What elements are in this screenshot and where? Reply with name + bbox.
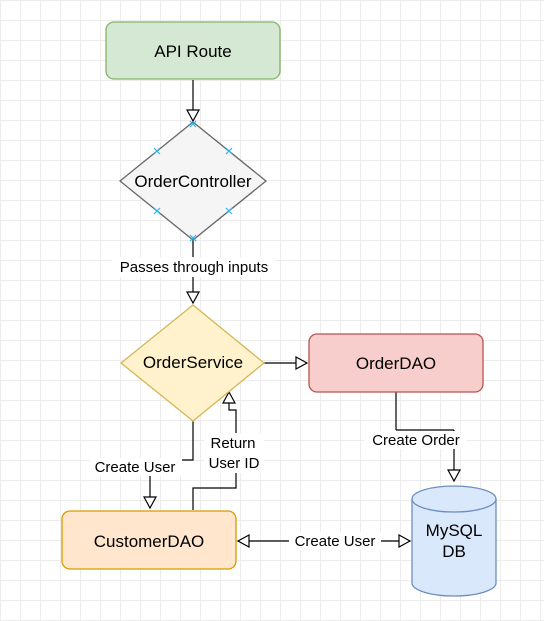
node-customer-dao[interactable]: CustomerDAO (61, 510, 237, 570)
node-order-service[interactable]: OrderService (119, 304, 266, 422)
edge-label-passes-through: Passes through inputs (120, 259, 268, 276)
node-label-order-dao: OrderDAO (356, 354, 436, 373)
edge-label-create-user-down: Create User (95, 459, 176, 476)
edge-label-bg (204, 433, 264, 473)
node-mysql-db[interactable]: MySQL DB (411, 485, 497, 597)
edge-label-bg (289, 532, 381, 550)
node-order-controller[interactable]: OrderController (118, 120, 268, 242)
edge-label-bg (112, 257, 274, 277)
edge-label-bg (90, 458, 182, 476)
node-api-route[interactable]: API Route (105, 21, 281, 80)
selection-handle[interactable] (225, 207, 233, 215)
edge-label-bg (365, 431, 467, 449)
node-label-db: DB (442, 542, 466, 561)
edge-label-return: Return (210, 435, 255, 452)
edge-label-create-order: Create Order (372, 432, 460, 449)
node-order-dao[interactable]: OrderDAO (308, 333, 484, 393)
edge-label-create-user-db: Create User (295, 533, 376, 550)
selection-handle[interactable] (189, 234, 197, 242)
node-label-customer-dao: CustomerDAO (94, 532, 205, 551)
node-label-api-route: API Route (154, 42, 232, 61)
edge-label-user-id: User ID (209, 455, 260, 472)
selection-handle[interactable] (153, 207, 161, 215)
selection-handle[interactable] (153, 147, 161, 155)
selection-handle[interactable] (189, 120, 197, 128)
node-label-order-controller: OrderController (134, 172, 251, 191)
node-label-order-service: OrderService (143, 353, 243, 372)
selection-handles[interactable] (153, 120, 233, 242)
selection-handle[interactable] (225, 147, 233, 155)
node-label-mysql: MySQL (426, 521, 483, 540)
